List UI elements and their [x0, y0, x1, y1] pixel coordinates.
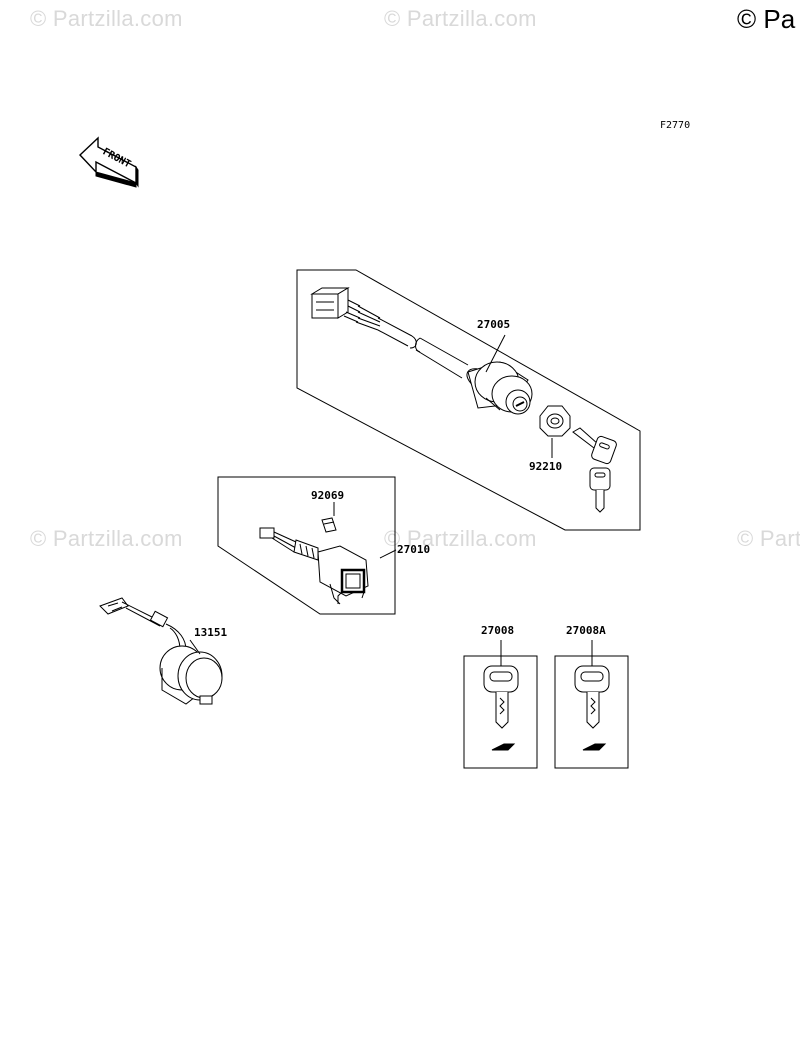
part-label-13151[interactable]: 13151 [194, 626, 228, 639]
watermark-top-left: © Partzilla.com [30, 6, 183, 31]
part-label-92210[interactable]: 92210 [529, 460, 563, 473]
copyright-text: © Pa [737, 4, 796, 34]
part-label-27010[interactable]: 27010 [397, 543, 431, 556]
nut-92210 [539, 405, 571, 437]
part-label-27005[interactable]: 27005 [477, 318, 511, 331]
group-box-27010 [217, 476, 396, 615]
ignition-connector [310, 287, 361, 323]
watermark-top-center: © Partzilla.com [384, 6, 537, 31]
group-box-27005 [296, 269, 641, 531]
key-set-icon [572, 427, 617, 513]
buzzer-13151 [99, 597, 223, 705]
push-switch [317, 545, 369, 605]
key-27008A-icon [574, 665, 610, 751]
part-label-27008A[interactable]: 27008A [566, 624, 606, 637]
clip-92069 [321, 517, 337, 533]
part-label-92069[interactable]: 92069 [311, 489, 345, 502]
front-arrow-icon: FRONT [79, 136, 139, 188]
key-27008-icon [483, 665, 519, 751]
ignition-switch-body [466, 361, 533, 415]
figure-code: F2770 [660, 120, 691, 131]
watermark-mid-right: © Partzilla.com [737, 526, 800, 551]
part-label-27008[interactable]: 27008 [481, 624, 515, 637]
watermark-mid-center: © Partzilla.com [384, 526, 537, 551]
switch-connector [259, 527, 319, 561]
watermark-mid-left: © Partzilla.com [30, 526, 183, 551]
